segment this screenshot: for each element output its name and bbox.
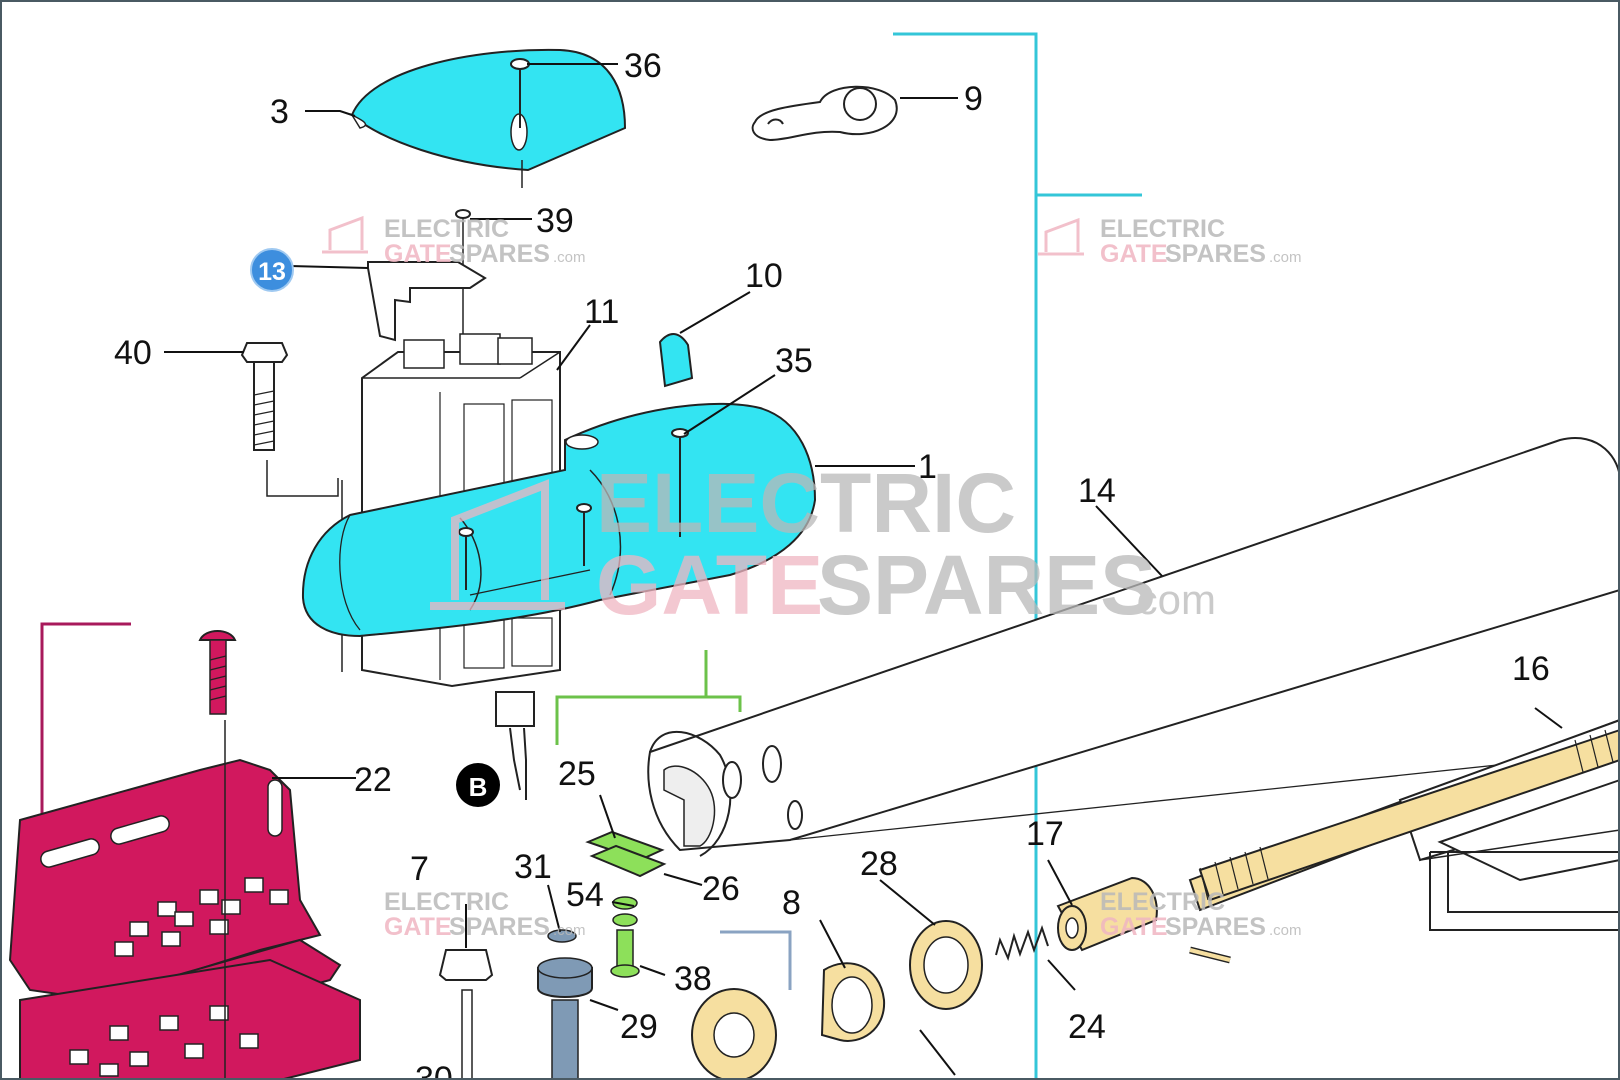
svg-text:ELECTRIC: ELECTRIC (596, 456, 1016, 550)
watermark-logo-small-4: ELECTRIC GATE SPARES .com (1100, 888, 1302, 941)
part-17-nut (1056, 876, 1231, 964)
screw-35-icon (671, 428, 689, 537)
label-39: 39 (536, 202, 574, 240)
svg-text:.com: .com (1125, 576, 1216, 623)
gate-logo-icon (322, 215, 368, 254)
label-28: 28 (860, 845, 898, 883)
part-7-knob (438, 949, 494, 1080)
label-9: 9 (964, 80, 983, 118)
part-number-labels: 3 36 9 39 10 11 40 35 1 14 16 22 25 26 5… (114, 47, 1550, 1080)
svg-text:.com: .com (553, 249, 586, 266)
label-3: 3 (270, 93, 289, 131)
callout-b-badge: B (456, 763, 500, 807)
svg-text:13: 13 (258, 258, 286, 286)
svg-text:ELECTRIC: ELECTRIC (384, 888, 509, 916)
svg-text:GATE: GATE (384, 240, 452, 268)
label-1: 1 (918, 448, 937, 486)
svg-text:ELECTRIC: ELECTRIC (384, 215, 509, 243)
label-24: 24 (1068, 1008, 1106, 1046)
part-9-release-key (751, 85, 898, 142)
watermark-logo-small-1: ELECTRIC GATE SPARES .com (322, 215, 586, 268)
parts-31-29-bushings (537, 929, 593, 1080)
part-1-motor-cover (301, 402, 817, 638)
part-22-mounting-bracket (8, 720, 361, 1080)
part-13-clip (367, 261, 487, 342)
svg-text:GATE: GATE (596, 538, 823, 632)
part-14-outer-tube (647, 437, 1620, 857)
svg-text:SPARES: SPARES (449, 240, 550, 268)
watermark-logo-small-2: ELECTRIC GATE SPARES .com (1038, 215, 1302, 268)
label-38: 38 (674, 960, 712, 998)
label-22: 22 (354, 761, 392, 799)
part-16-screw-rod (1188, 718, 1620, 912)
svg-text:B: B (469, 772, 488, 802)
svg-text:.com: .com (1269, 922, 1302, 939)
leader-lines (164, 63, 1563, 1076)
label-25: 25 (558, 755, 596, 793)
blue-group-frame (720, 930, 792, 990)
label-54: 54 (566, 876, 604, 914)
svg-text:SPARES: SPARES (1165, 913, 1266, 941)
label-29: 29 (620, 1008, 658, 1046)
svg-text:GATE: GATE (1100, 240, 1168, 268)
part-3-cover (349, 48, 627, 188)
label-30: 30 (415, 1060, 453, 1080)
watermark-logo-large: ELECTRIC GATE SPARES .com (430, 456, 1216, 632)
label-8: 8 (782, 884, 801, 922)
label-35: 35 (775, 342, 813, 380)
connector-b (495, 691, 535, 800)
gate-logo-icon (430, 479, 565, 610)
svg-text:.com: .com (553, 922, 586, 939)
svg-text:GATE: GATE (384, 913, 452, 941)
part-10-end-cap (658, 333, 694, 388)
label-31: 31 (514, 848, 552, 886)
svg-text:ELECTRIC: ELECTRIC (1100, 888, 1225, 916)
label-7: 7 (410, 850, 429, 888)
part-8-bearing (820, 962, 886, 1042)
parts-25-26-54-38 (585, 830, 667, 978)
label-26: 26 (702, 870, 740, 908)
label-40: 40 (114, 334, 152, 372)
svg-text:GATE: GATE (1100, 913, 1168, 941)
part-28-bearing (909, 920, 983, 1010)
watermark-logo-small-3: ELECTRIC GATE SPARES .com (384, 888, 586, 941)
svg-text:SPARES: SPARES (1165, 240, 1266, 268)
svg-text:SPARES: SPARES (817, 538, 1156, 632)
callout-13-badge: 13 (250, 248, 294, 292)
label-16: 16 (1512, 650, 1550, 688)
carriage-bolt-icon (198, 630, 237, 715)
svg-text:SPARES: SPARES (449, 913, 550, 941)
svg-text:.com: .com (1269, 249, 1302, 266)
gate-logo-icon (1038, 217, 1084, 256)
rod-end-bracket (1429, 851, 1620, 931)
svg-text:ELECTRIC: ELECTRIC (1100, 215, 1225, 243)
label-10: 10 (745, 257, 783, 295)
label-36: 36 (624, 47, 662, 85)
label-11: 11 (584, 293, 619, 331)
label-14: 14 (1078, 472, 1116, 510)
green-group-frame (555, 695, 742, 745)
part-8-gear (691, 988, 777, 1080)
part-24-spring (995, 924, 1049, 961)
label-17: 17 (1026, 815, 1064, 853)
